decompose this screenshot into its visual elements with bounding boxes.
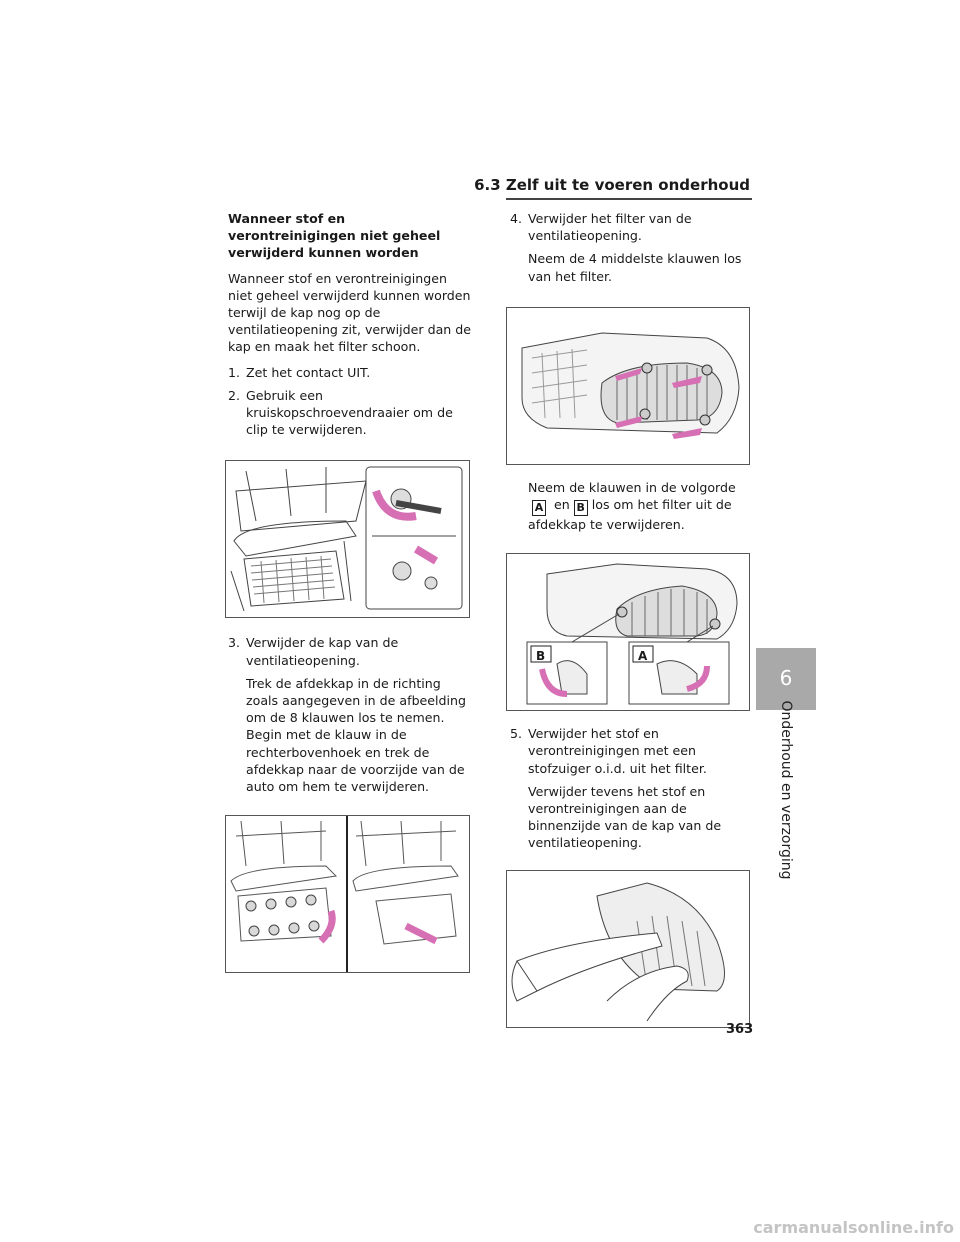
step-number: 2. [228,387,241,403]
step-text: Verwijder de kap van de ventilatieopenin… [246,635,399,668]
figure-clip-removal [225,460,470,619]
figure-label-b: B [536,649,546,664]
left-column: Wanneer stof en verontreinigingen niet g… [225,210,473,974]
figure-cover-removal [225,815,470,974]
chapter-number: 6 [779,666,793,690]
figure-filter-sequence: B A [506,553,750,712]
step-text: Verwijder het stof en verontreinigingen … [528,726,707,776]
step-2: 2. Gebruik een kruiskopschroevendraaier … [228,387,473,439]
step-text: Gebruik een kruiskopschroevendraaier om … [246,387,453,438]
step-3-body: Trek de afdekkap in de richting zoals aa… [246,675,467,795]
watermark: carmanualsonline.info [753,1218,954,1237]
figure-label-a: A [638,649,648,664]
step-text: Verwijder het filter van de ventilatieop… [528,211,692,244]
chapter-tab: 6 [756,648,816,710]
step-number: 3. [228,635,241,651]
header-rule [506,198,752,200]
step-5: 5. Verwijder het stof en verontreiniging… [510,725,750,777]
step-number: 4. [510,211,523,226]
step-4-body-1: Neem de 4 middelste klauwen los van het … [528,251,742,284]
chapter-label: Onderhoud en verzorging [778,700,794,880]
step-text: Zet het contact UIT. [246,364,371,380]
figure-filter-claws [506,306,750,465]
step-number: 5. [510,726,523,742]
step-1: 1. Zet het contact UIT. [228,364,473,381]
key-b-label: B [573,500,588,517]
step-4-text-b: en [554,497,570,513]
section-heading: Wanneer stof en verontreinigingen niet g… [228,211,441,261]
step-5-body: Verwijder tevens het stof en verontreini… [528,783,722,851]
section-title: 6.3 Zelf uit te voeren onderhoud [474,176,750,194]
step-4-text-c: los om het filter uit de afdekkap te ver… [528,497,732,533]
page-number: 363 [726,1022,754,1037]
figure-vacuum-filter [506,869,750,1028]
step-4-text-a: Neem de klauwen in de volgorde [528,479,736,495]
step-4: 4. Verwijder het filter van de ventilati… [510,210,750,244]
intro-paragraph: Wanneer stof en verontreinigingen niet g… [228,270,472,355]
key-a-label: A [532,500,546,517]
step-3: 3. Verwijder de kap van de ventilatieope… [228,634,473,668]
right-column: 4. Verwijder het filter van de ventilati… [506,210,750,1028]
step-number: 1. [228,364,241,380]
